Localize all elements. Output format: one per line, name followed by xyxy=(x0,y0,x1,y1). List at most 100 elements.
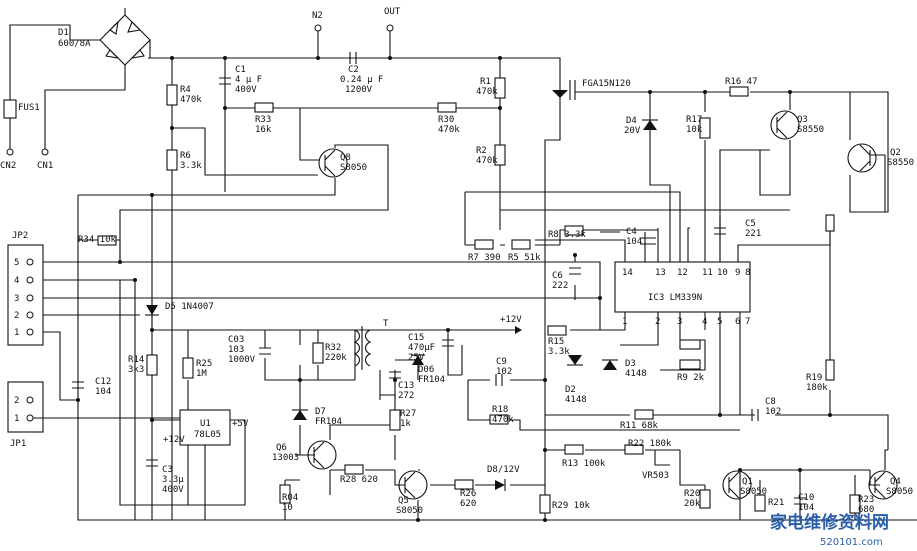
svg-text:C6: C6 xyxy=(552,271,563,281)
svg-text:C13: C13 xyxy=(398,381,414,391)
svg-text:C9: C9 xyxy=(496,357,507,367)
svg-text:470k: 470k xyxy=(476,156,498,166)
svg-text:R34 10k: R34 10k xyxy=(78,235,117,245)
svg-text:R30: R30 xyxy=(438,115,454,125)
svg-text:Q3: Q3 xyxy=(797,115,808,125)
svg-text:Q2: Q2 xyxy=(890,148,901,158)
svg-text:400V: 400V xyxy=(235,85,257,95)
svg-text:0.24 μ F: 0.24 μ F xyxy=(340,75,383,85)
svg-text:R33: R33 xyxy=(255,115,271,125)
svg-text:1M: 1M xyxy=(196,369,207,379)
ic-pin-top: 10 xyxy=(717,268,728,278)
svg-text:R29 10k: R29 10k xyxy=(552,501,591,511)
jp2-pin-number: 1 xyxy=(14,328,19,338)
ic-pin-bottom: 6 xyxy=(735,317,740,327)
res-r19 xyxy=(825,359,835,381)
svg-text:FR104: FR104 xyxy=(418,375,445,385)
res-r15 xyxy=(547,325,567,336)
svg-text:R15: R15 xyxy=(548,337,564,347)
svg-text:103: 103 xyxy=(228,345,244,355)
ic-pin-bottom: 1 xyxy=(622,317,627,327)
svg-text:3k3: 3k3 xyxy=(128,365,144,375)
svg-text:R16 47: R16 47 xyxy=(725,77,758,87)
svg-text:104: 104 xyxy=(626,237,642,247)
transistor-q2 xyxy=(847,143,877,173)
cap-c15 xyxy=(442,339,454,347)
diode-d2 xyxy=(568,355,582,365)
res-r13 xyxy=(564,444,584,455)
ic-pin-bottom: 3 xyxy=(677,317,682,327)
svg-text:R2: R2 xyxy=(476,146,487,156)
svg-text:D8/12V: D8/12V xyxy=(487,465,520,475)
res-r1 xyxy=(494,77,506,99)
res-r6 xyxy=(166,149,178,171)
res-r9 xyxy=(679,359,701,370)
svg-text:470k: 470k xyxy=(476,87,498,97)
ic-pin-bottom: 7 xyxy=(745,317,750,327)
svg-text:R19: R19 xyxy=(806,373,822,383)
res-r4 xyxy=(166,84,178,106)
jp2-pin-number: 2 xyxy=(14,311,19,321)
diode-d8 xyxy=(495,480,505,490)
svg-text:FGA15N120: FGA15N120 xyxy=(582,79,631,89)
res-r11 xyxy=(634,409,654,420)
cap-c10 xyxy=(794,497,806,505)
res-r32 xyxy=(312,342,324,364)
svg-text:C3: C3 xyxy=(162,465,173,475)
u1-78l05 xyxy=(179,409,231,446)
bridge-rectifier xyxy=(105,20,145,59)
svg-text:S8050: S8050 xyxy=(340,163,367,173)
svg-text:R25: R25 xyxy=(196,359,212,369)
svg-text:680: 680 xyxy=(858,505,874,515)
svg-text:C4: C4 xyxy=(626,227,637,237)
res-r8 xyxy=(564,225,584,236)
jp1-pin-number: 2 xyxy=(14,396,19,406)
svg-text:1k: 1k xyxy=(400,419,411,429)
svg-text:1200V: 1200V xyxy=(345,85,373,95)
svg-text:D7: D7 xyxy=(315,407,326,417)
svg-text:16k: 16k xyxy=(255,125,272,135)
res-r19a xyxy=(825,214,835,232)
svg-text:C5: C5 xyxy=(745,219,756,229)
svg-text:400V: 400V xyxy=(162,485,184,495)
svg-text:VR503: VR503 xyxy=(642,471,669,481)
transistor-q3 xyxy=(770,110,800,140)
svg-text:470k: 470k xyxy=(180,95,202,105)
svg-text:180k: 180k xyxy=(806,383,828,393)
cap-c6 xyxy=(569,267,581,275)
res-r14 xyxy=(146,354,158,376)
svg-text:104: 104 xyxy=(798,503,814,513)
svg-text:+5V: +5V xyxy=(232,419,249,429)
svg-text:4 μ F: 4 μ F xyxy=(235,75,262,85)
svg-text:4148: 4148 xyxy=(625,369,647,379)
svg-text:10: 10 xyxy=(282,503,293,513)
res-r17 xyxy=(699,117,711,139)
connector-jp1 xyxy=(7,381,44,433)
svg-text:Q6: Q6 xyxy=(276,443,287,453)
transformer-t xyxy=(353,326,372,370)
svg-text:470k: 470k xyxy=(492,415,514,425)
svg-text:R11 68k: R11 68k xyxy=(620,421,659,431)
svg-text:1000V: 1000V xyxy=(228,355,256,365)
svg-text:D4: D4 xyxy=(626,116,637,126)
svg-text:R13 100k: R13 100k xyxy=(562,459,606,469)
svg-text:3.3k: 3.3k xyxy=(180,161,202,171)
svg-text:R32: R32 xyxy=(325,343,341,353)
svg-text:R21: R21 xyxy=(768,498,784,508)
ic-pin-bottom: 4 xyxy=(702,317,707,327)
svg-text:S8550: S8550 xyxy=(887,158,914,168)
svg-text:C03: C03 xyxy=(228,335,244,345)
svg-text:272: 272 xyxy=(398,391,414,401)
junctions xyxy=(76,56,832,522)
svg-text:20V: 20V xyxy=(624,126,641,136)
res-r7 xyxy=(474,239,494,250)
res-r34 xyxy=(97,235,117,246)
cap-c12 xyxy=(72,381,84,389)
svg-text:470μF: 470μF xyxy=(408,343,435,353)
svg-text:D1: D1 xyxy=(58,28,69,38)
svg-text:R5 51k: R5 51k xyxy=(508,253,541,263)
cap-c5 xyxy=(714,227,726,235)
svg-text:+12V: +12V xyxy=(500,315,522,325)
